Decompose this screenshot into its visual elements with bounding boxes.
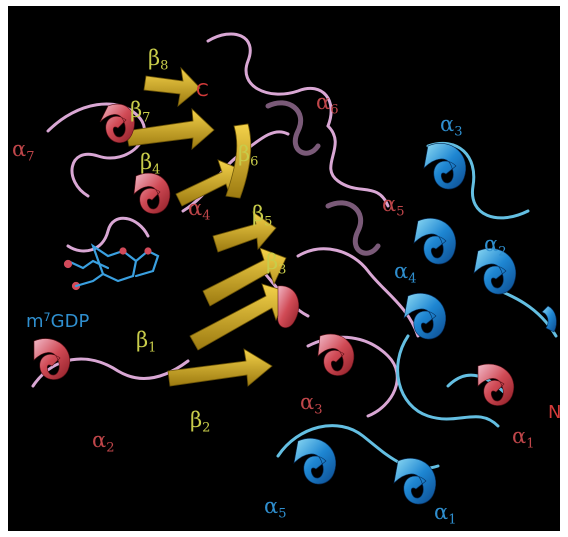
label-c-terminus: C [196, 80, 209, 101]
ligand-atom [63, 259, 73, 269]
label-alpha-1-red: α1 [512, 424, 535, 452]
label-beta-7: β7 [130, 98, 151, 126]
label-alpha-2-blue: α2 [484, 232, 507, 260]
ligand-atom [144, 247, 152, 255]
label-beta-3: β3 [266, 250, 287, 278]
faint-helices [265, 100, 381, 256]
label-beta-5: β5 [252, 202, 273, 230]
label-ligand-m7gdp: m7GDP [26, 311, 90, 333]
label-alpha-5-blue: α5 [264, 494, 287, 522]
label-alpha-4-blue: α4 [394, 259, 417, 287]
label-n-terminus: N [548, 402, 560, 423]
ribbon-diagram [31, 32, 558, 505]
beta-sheet [125, 66, 289, 387]
label-beta-6: β6 [238, 142, 259, 170]
label-alpha-2-red: α2 [92, 428, 115, 456]
label-beta-8: β8 [148, 46, 169, 74]
label-alpha-3-blue: α3 [440, 112, 463, 140]
label-alpha-3-red: α3 [300, 390, 323, 418]
label-alpha-7-red: α7 [12, 137, 35, 165]
ligand-stick-model [63, 243, 160, 291]
label-alpha-4-red: α4 [188, 196, 211, 224]
label-beta-2: β2 [190, 408, 211, 436]
ligand-atom [119, 247, 127, 255]
blue-helices [293, 143, 557, 505]
red-helices [33, 103, 514, 406]
label-beta-4: β4 [140, 150, 161, 178]
label-alpha-5-red: α5 [382, 192, 405, 220]
label-beta-1: β1 [136, 328, 157, 356]
label-alpha-1-blue: α1 [434, 500, 457, 528]
protein-structure-figure: β8 β7 β6 β4 β5 β3 β1 β2 C N α7 α6 α4 α5 … [8, 6, 560, 531]
label-alpha-6-red: α6 [316, 90, 339, 118]
